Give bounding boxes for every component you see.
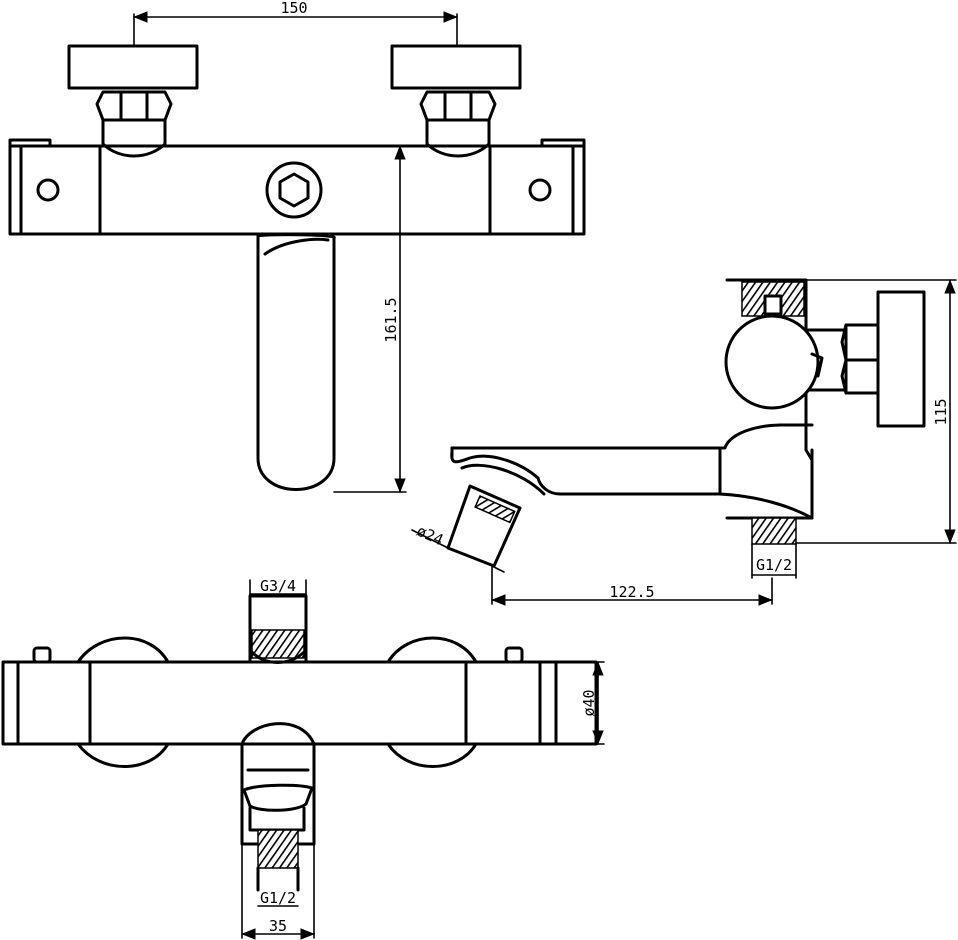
front-spout — [256, 233, 336, 491]
front-view: 150 161.5 — [8, 0, 586, 493]
dim-spout-reach: 122.5 — [609, 583, 654, 601]
side-body — [725, 278, 814, 520]
bottom-inlet-thread — [257, 829, 299, 869]
dim-body-diameter: ø40 — [580, 689, 598, 716]
aerator — [446, 484, 522, 568]
dim-depth: 115 — [932, 398, 950, 425]
centre-cap — [265, 161, 323, 219]
dim-top-outlet: G3/4 — [260, 577, 296, 595]
right-handle — [390, 44, 522, 158]
top-outlet-thread — [251, 629, 305, 659]
side-spout — [450, 423, 814, 520]
side-view: G1/2 115 ø24 122.5 — [411, 278, 957, 606]
side-cartridge — [724, 314, 820, 410]
dim-overall-height: 161.5 — [382, 297, 400, 342]
bottom-view: G3/4 ø40 G1/2 35 — [1, 577, 605, 940]
dim-handle-spacing: 150 — [280, 0, 307, 17]
right-screw-hole — [528, 178, 552, 202]
dim-bottom-inlet: G1/2 — [260, 889, 296, 907]
front-body — [8, 144, 586, 236]
dim-side-inlet: G1/2 — [756, 556, 792, 574]
hex-socket — [278, 172, 310, 208]
left-screw-hole — [36, 178, 60, 202]
bottom-spout — [240, 722, 316, 846]
bottom-body — [1, 660, 598, 746]
left-handle — [67, 44, 199, 158]
dim-outlet-width: 35 — [269, 917, 287, 935]
side-inlet-thread — [751, 517, 797, 545]
